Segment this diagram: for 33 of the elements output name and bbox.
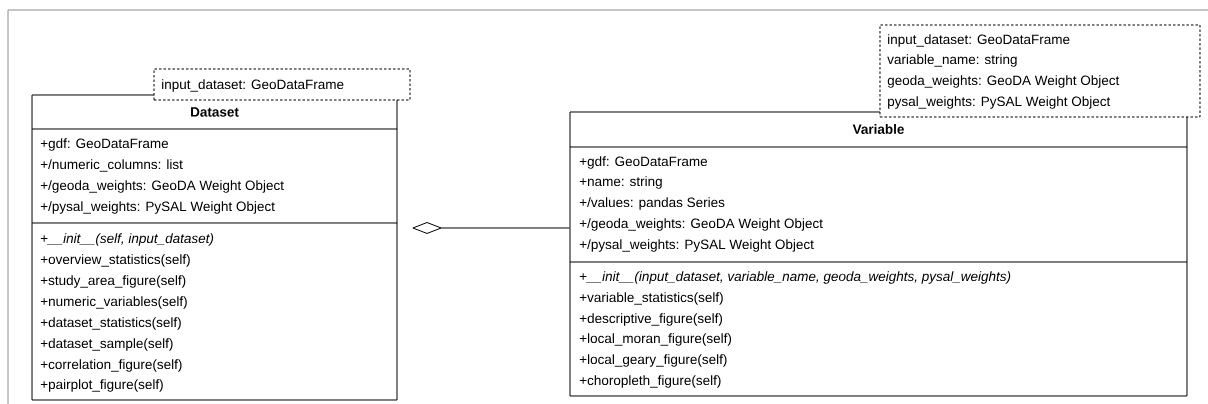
attribute: +/geoda_weights: GeoDA Weight Object bbox=[579, 218, 823, 231]
template-box bbox=[879, 24, 1201, 118]
template-box bbox=[153, 68, 411, 101]
template-parameter: input_dataset: GeoDataFrame bbox=[888, 34, 1070, 47]
method: +variable_statistics(self) bbox=[579, 292, 723, 305]
attribute: +gdf: GeoDataFrame bbox=[579, 156, 708, 169]
method: +study_area_figure(self) bbox=[40, 275, 186, 288]
template-parameter: pysal_weights: PySAL Weight Object bbox=[888, 96, 1111, 109]
template-parameter: variable_name: string bbox=[887, 54, 1017, 67]
method: +descriptive_figure(self) bbox=[579, 313, 723, 326]
attribute: +/numeric_columns: list bbox=[40, 159, 183, 172]
attribute: +/pysal_weights: PySAL Weight Object bbox=[40, 201, 275, 214]
method: +dataset_statistics(self) bbox=[40, 317, 181, 330]
attribute: +name: string bbox=[579, 176, 662, 189]
method: +local_geary_figure(self) bbox=[579, 354, 727, 367]
method: +__init__(self, input_dataset) bbox=[40, 233, 214, 246]
template-parameter: input_dataset: GeoDataFrame bbox=[162, 79, 344, 92]
method: +choropleth_figure(self) bbox=[579, 375, 721, 388]
method: +pairplot_figure(self) bbox=[40, 379, 163, 392]
method: +numeric_variables(self) bbox=[40, 296, 187, 309]
method: +correlation_figure(self) bbox=[40, 359, 182, 372]
class-name: Dataset bbox=[191, 107, 239, 117]
aggregation-line bbox=[412, 222, 570, 234]
method: +__init__(input_dataset, variable_name, geoda_weights, pysal_weights) bbox=[579, 271, 1011, 284]
method: +dataset_sample(self) bbox=[40, 338, 173, 351]
attribute: +/pysal_weights: PySAL Weight Object bbox=[579, 239, 814, 252]
attribute: +/geoda_weights: GeoDA Weight Object bbox=[40, 180, 284, 193]
method: +local_moran_figure(self) bbox=[579, 333, 732, 346]
attribute: +/values: pandas Series bbox=[579, 197, 725, 210]
attribute: +gdf: GeoDataFrame bbox=[40, 138, 169, 151]
method: +overview_statistics(self) bbox=[40, 254, 190, 267]
template-parameter: geoda_weights: GeoDA Weight Object bbox=[887, 75, 1120, 88]
class-name: Variable bbox=[852, 124, 904, 134]
